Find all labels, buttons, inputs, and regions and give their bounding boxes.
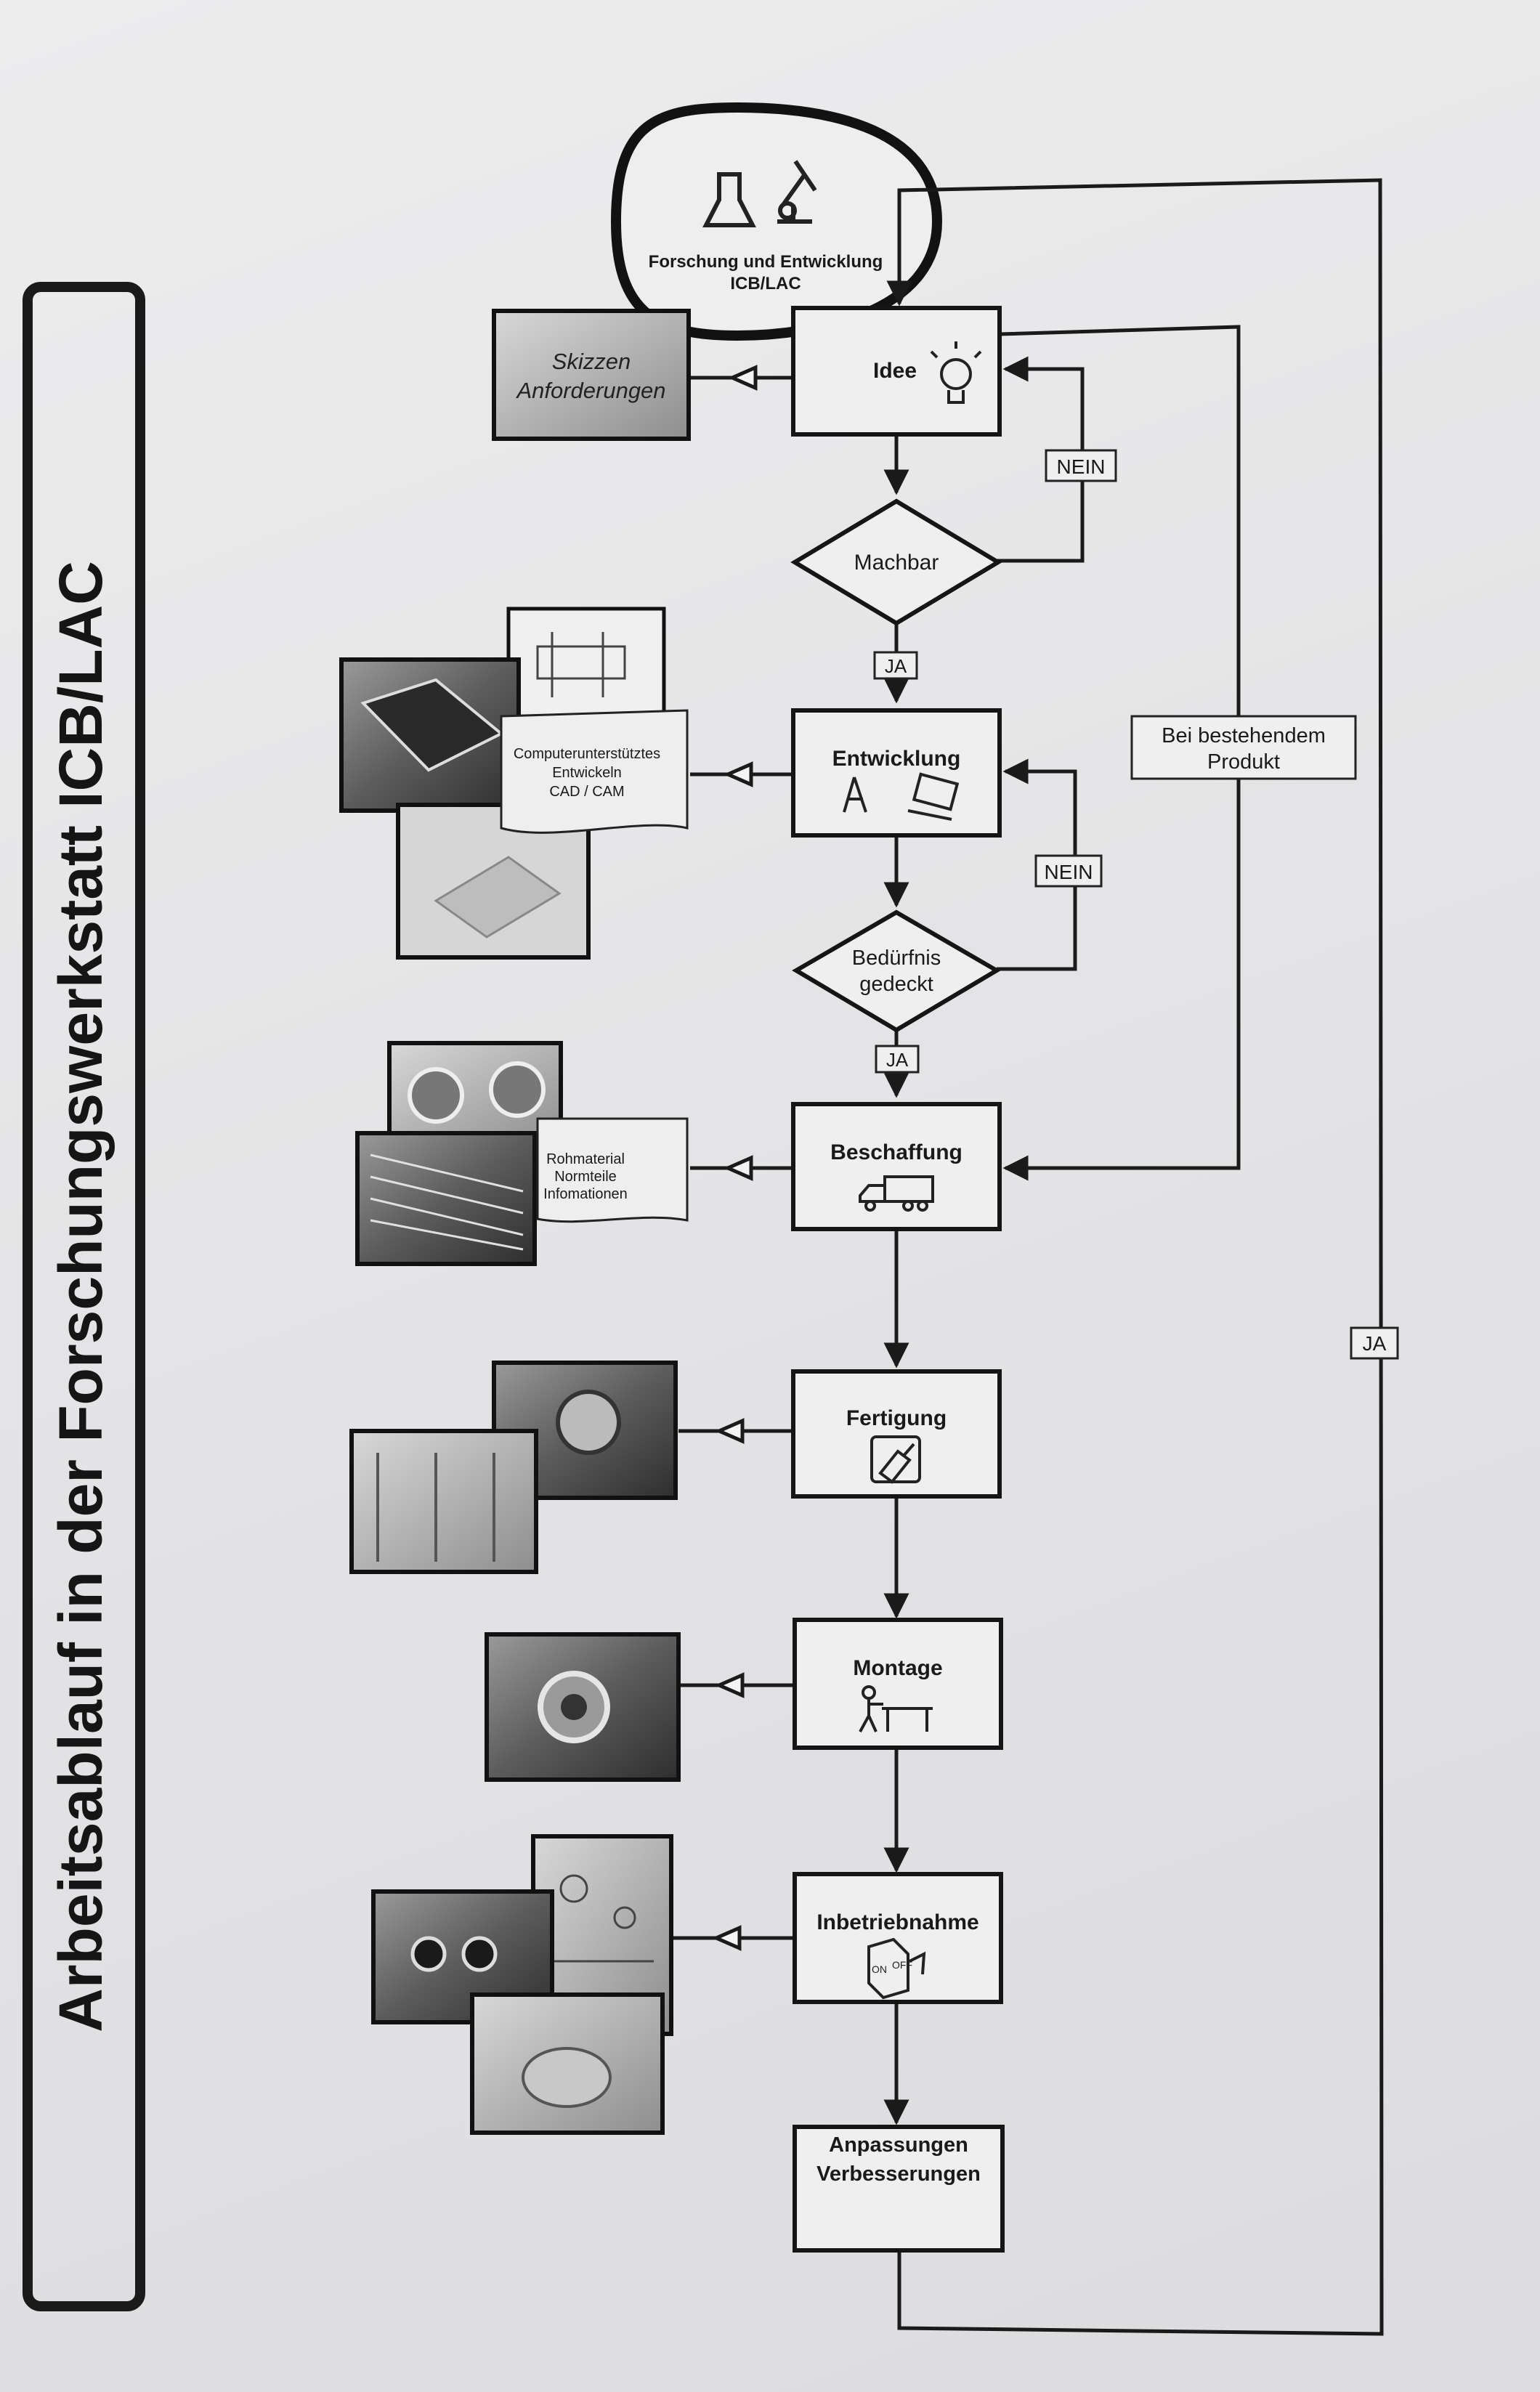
- decision-label-machbar: Machbar: [854, 551, 939, 575]
- svg-text:Bei bestehendem: Bei bestehendem: [1162, 724, 1326, 747]
- svg-text:Computerunterstütztes: Computerunterstütztes: [514, 746, 660, 762]
- start-line1: Forschung und Entwicklung: [649, 252, 883, 272]
- svg-text:ON: ON: [872, 1963, 887, 1975]
- note-cad: [500, 709, 689, 834]
- side-connectors: [671, 365, 795, 1951]
- svg-text:Infomationen: Infomationen: [543, 1186, 628, 1202]
- svg-text:Normteile: Normteile: [554, 1169, 617, 1185]
- svg-text:OFF: OFF: [892, 1959, 912, 1971]
- step-label-entwicklung: Entwicklung: [832, 747, 961, 771]
- page-title: Arbeitsablauf in der Forschungswerkstatt…: [46, 561, 115, 2032]
- svg-text:Produkt: Produkt: [1207, 750, 1280, 774]
- decision-label-beduerfnis-1: Bedürfnis: [852, 946, 941, 970]
- step-montage: Montage: [793, 1618, 1003, 1750]
- workbench-worker-icon: [859, 1685, 933, 1732]
- step-label-montage: Montage: [853, 1656, 942, 1680]
- decision-label-beduerfnis-2: gedeckt: [859, 973, 933, 996]
- start-terminator: Forschung und Entwicklung ICB/LAC: [610, 102, 943, 341]
- photo-skizzen: Skizzen Anforderungen: [492, 309, 691, 441]
- drill-icon: [870, 1435, 921, 1484]
- svg-text:NEIN: NEIN: [1045, 861, 1093, 883]
- connectors: [883, 178, 1384, 2336]
- photo-group-entwicklung: Computerunterstütztes Entwickeln CAD / C…: [339, 607, 689, 960]
- label-machbar-ja: JA: [873, 651, 918, 680]
- start-line2: ICB/LAC: [730, 274, 801, 293]
- svg-text:JA: JA: [885, 655, 907, 677]
- svg-text:JA: JA: [886, 1049, 909, 1071]
- svg-text:NEIN: NEIN: [1057, 455, 1106, 478]
- truck-icon: [859, 1175, 934, 1212]
- step-label-idee: Idee: [873, 359, 917, 383]
- label-bypass: Bei bestehendem Produkt: [1130, 715, 1357, 780]
- title-frame: Arbeitsablauf in der Forschungswerkstatt…: [23, 282, 145, 2311]
- label-machbar-nein: NEIN: [1045, 449, 1117, 482]
- photo-drawing: [506, 607, 666, 720]
- photo-group-beschaffung: Rohmaterial Normteile Infomationen: [355, 1041, 689, 1266]
- svg-text:Anforderungen: Anforderungen: [515, 378, 665, 403]
- decision-beduerfnis: Bedürfnis gedeckt: [792, 909, 1001, 1033]
- step-entwicklung: Entwicklung: [791, 708, 1002, 838]
- photo-montage: [485, 1632, 681, 1782]
- svg-text:JA: JA: [1363, 1332, 1387, 1355]
- step-inbetriebnahme: Inbetriebnahme ON OFF: [793, 1872, 1003, 2004]
- lightbulb-icon: [930, 341, 982, 404]
- photo-workshop: [349, 1429, 538, 1574]
- step-label-beschaffung: Beschaffung: [830, 1140, 962, 1164]
- on-off-switch-icon: ON OFF: [867, 1937, 926, 2000]
- svg-text:CAD / CAM: CAD / CAM: [549, 784, 624, 800]
- step-label-anpassungen-2: Verbesserungen: [816, 2162, 981, 2186]
- photo-group-fertigung: [349, 1361, 678, 1574]
- photo-material-rack: [355, 1131, 537, 1266]
- step-beschaffung: Beschaffung: [791, 1102, 1002, 1231]
- step-label-fertigung: Fertigung: [846, 1406, 947, 1430]
- step-fertigung: Fertigung: [791, 1369, 1002, 1499]
- compass-laptop-icon: [843, 772, 960, 821]
- decision-machbar: Machbar: [790, 498, 1002, 626]
- label-beduerfnis-ja: JA: [875, 1045, 920, 1074]
- label-beduerfnis-nein: NEIN: [1034, 854, 1103, 888]
- note-rohmaterial: [536, 1117, 689, 1223]
- step-idee: Idee: [791, 306, 1002, 437]
- step-label-anpassungen-1: Anpassungen: [829, 2133, 968, 2157]
- svg-text:Rohmaterial: Rohmaterial: [546, 1151, 625, 1167]
- label-loop-ja: JA: [1350, 1326, 1399, 1360]
- photo-group-inbetriebnahme: [371, 1834, 673, 2135]
- edge-labels: NEIN JA NEIN JA JA Bei bestehendem Produ…: [873, 449, 1399, 1360]
- step-anpassungen: Anpassungen Verbesserungen: [793, 2125, 1005, 2253]
- step-label-inbetriebnahme: Inbetriebnahme: [816, 1910, 978, 1934]
- svg-text:Skizzen: Skizzen: [552, 349, 631, 374]
- lab-flask-microscope-icon: [702, 160, 817, 227]
- svg-text:Entwickeln: Entwickeln: [552, 765, 622, 781]
